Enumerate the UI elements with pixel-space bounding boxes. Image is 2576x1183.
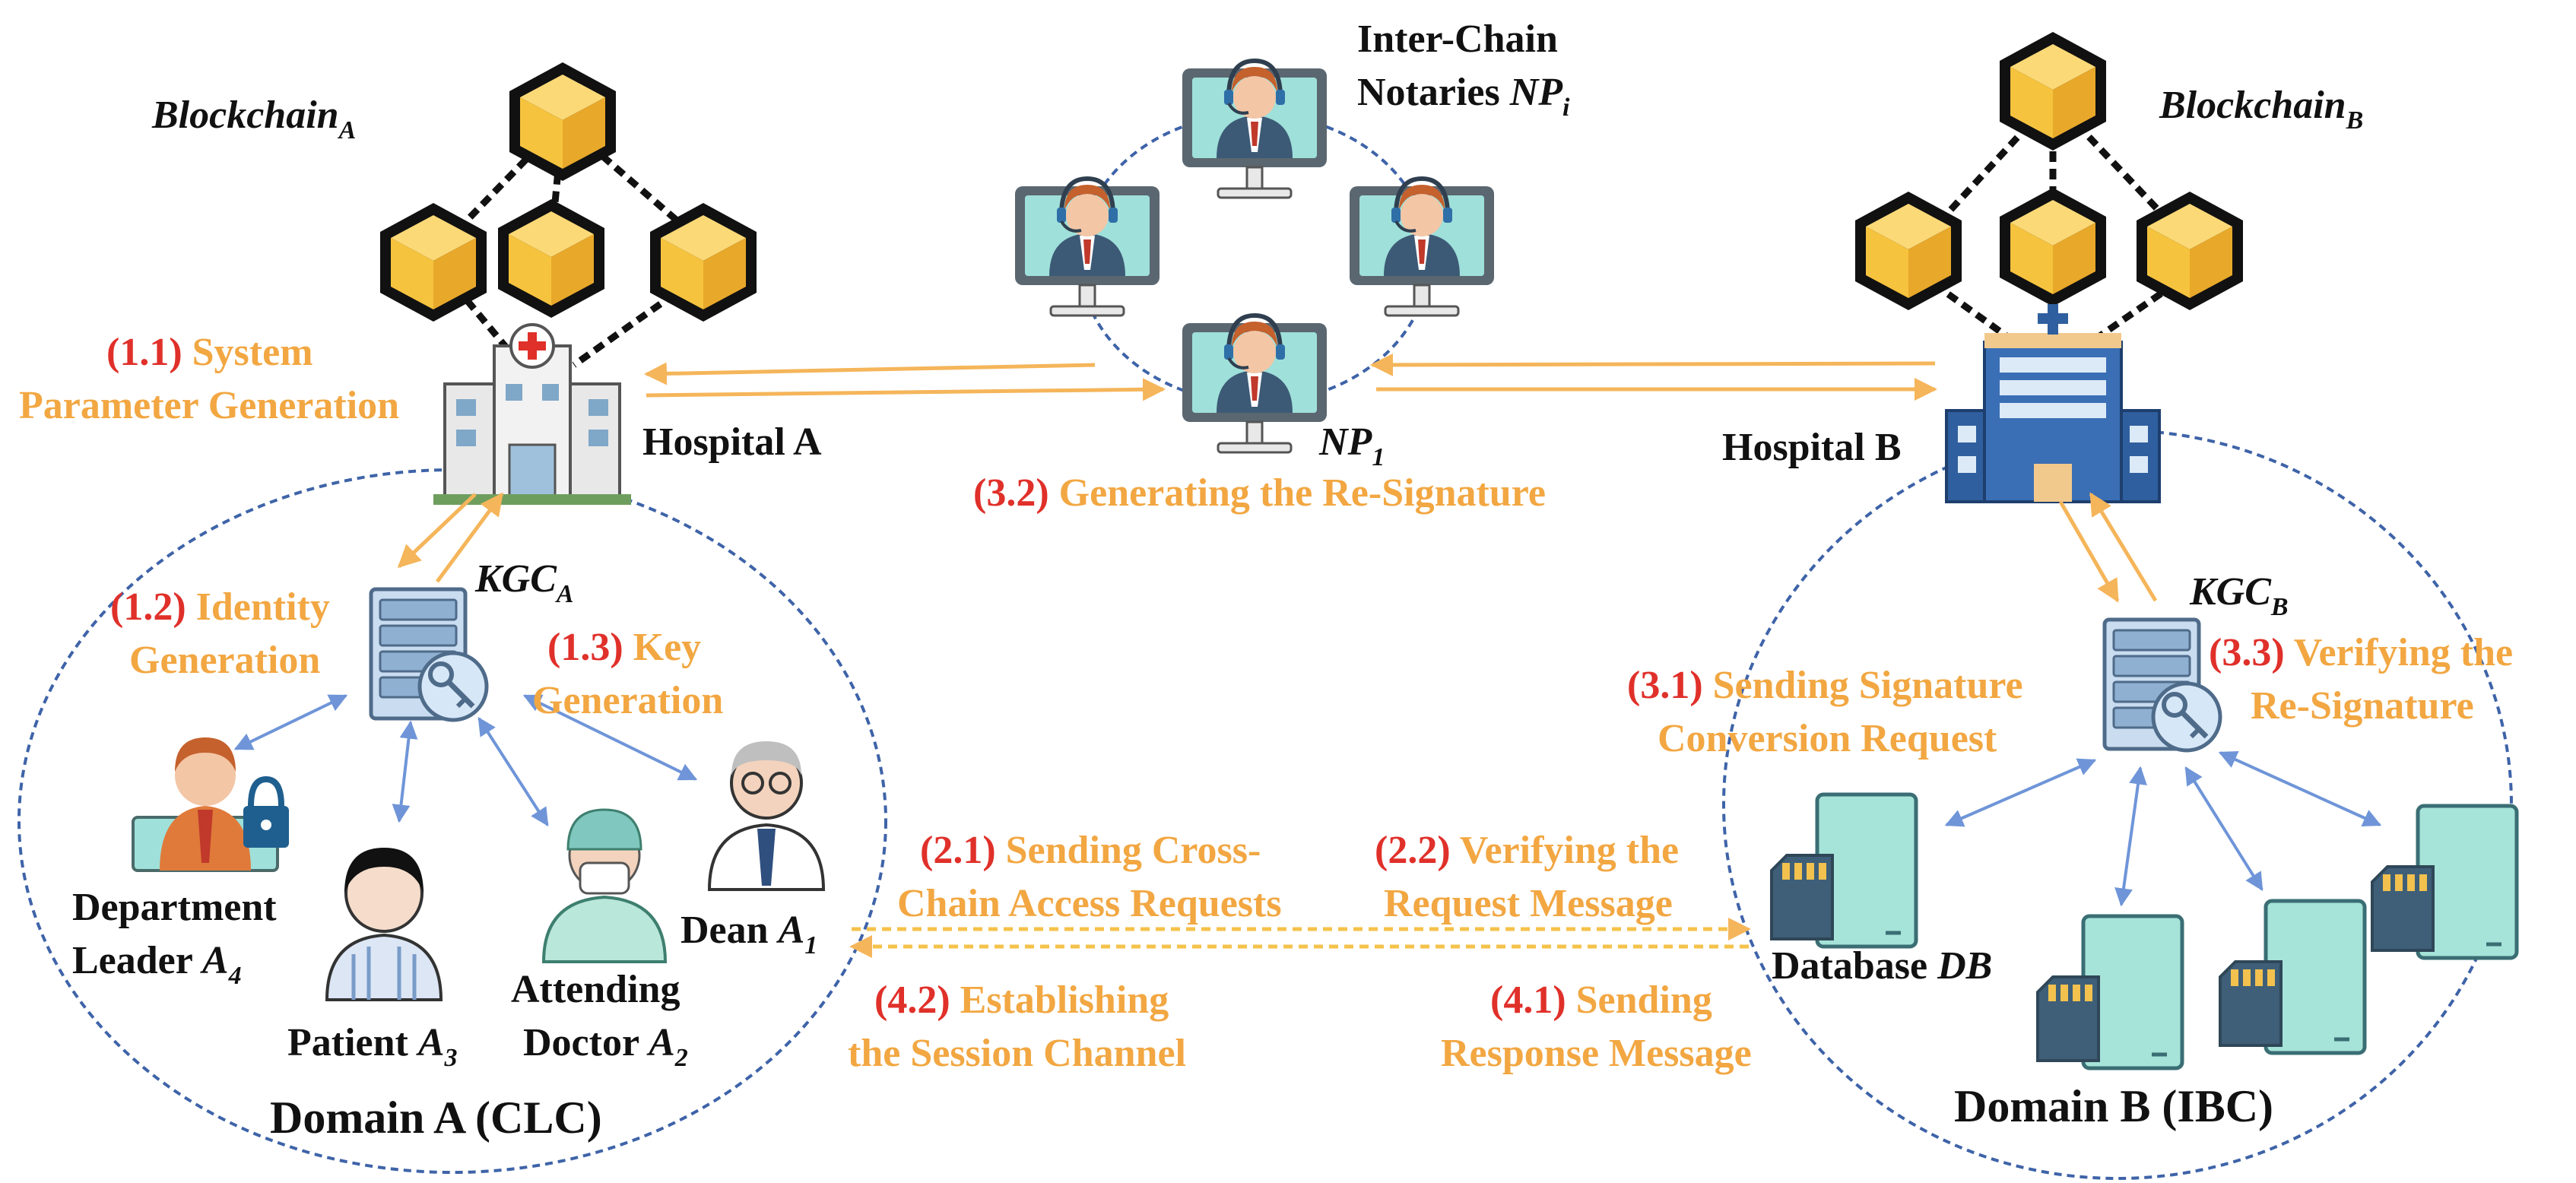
step-2-1-line2: Chain Access Requests — [897, 882, 1282, 925]
department-leader-icon — [132, 737, 289, 872]
step-2-2-line1: (2.2) Verifying the — [1375, 829, 1679, 872]
blockchain-block-icon — [1855, 192, 1962, 310]
blockchain-block-icon — [498, 199, 604, 318]
step-3-1-line1: (3.1) Sending Signature — [1627, 664, 2023, 707]
arrow-kgc-a-doctor — [477, 716, 549, 827]
dean-label: Dean A1 — [680, 909, 817, 959]
blockchain-a-label: BlockchainA — [151, 94, 356, 144]
arrow-kgc-b-db4 — [2218, 750, 2382, 827]
arrow-kgc-b-db2 — [2114, 766, 2147, 907]
arrow-kgc-b-db3 — [2184, 766, 2264, 892]
step-2-2-line2: Request Message — [1384, 882, 1673, 925]
domain-a-label: Domain A (CLC) — [270, 1093, 602, 1143]
arrow-hospital-a-to-kgc-a — [397, 493, 477, 569]
dean-icon — [707, 741, 826, 891]
arrow-kgc-a-to-hospital-a — [435, 492, 504, 583]
blockchain-a — [380, 62, 757, 368]
step-2-1-line1: (2.1) Sending Cross- — [920, 829, 1261, 872]
kgc-a-label: KGCA — [474, 557, 574, 608]
blockchain-block-icon — [2000, 32, 2106, 151]
kgc-b-label: KGCB — [2189, 570, 2289, 621]
arrow-hospital-a-to-np — [646, 378, 1166, 401]
server-key-icon — [2105, 620, 2220, 750]
department-leader-label-line2: Leader A4 — [72, 939, 242, 990]
hospital-icon — [1945, 304, 2161, 503]
attending-doctor-label-line1: Attending — [511, 968, 680, 1011]
step-4-2-line1: (4.2) Establishing — [874, 978, 1169, 1022]
np1-label: NP1 — [1318, 420, 1385, 471]
notaries-label-line2: Notaries NPi — [1357, 71, 1570, 122]
notary-agent-icon — [1350, 179, 1494, 316]
step-4-2-line2: the Session Channel — [848, 1032, 1186, 1075]
arrow-kgc-a-patient — [392, 720, 418, 823]
step-3-3-line2: Re-Signature — [2251, 684, 2474, 728]
database-label: Database DB — [1772, 944, 1992, 988]
arrow-kgc-b-to-hospital-b — [2089, 492, 2158, 602]
arrow-hospital-b-to-np — [1370, 353, 1936, 376]
step-1-3-line2: Generation — [532, 679, 723, 722]
hospital-b-label: Hospital B — [1722, 426, 1902, 469]
doctor-icon — [541, 808, 668, 963]
blockchain-block-icon — [2137, 192, 2243, 310]
attending-doctor-label-line2: Doctor A2 — [523, 1021, 688, 1072]
arrow-hospital-b-to-kgc-b — [2058, 500, 2120, 603]
step-1-1-line1: (1.1) System — [106, 331, 313, 374]
patient-icon — [325, 848, 443, 1001]
blockchain-b — [1855, 32, 2243, 345]
database-icon — [2038, 916, 2182, 1068]
domain-b-label: Domain B (IBC) — [1954, 1081, 2273, 1131]
server-key-icon — [371, 589, 487, 720]
step-1-1-line2: Parameter Generation — [19, 384, 399, 427]
blockchain-block-icon — [650, 203, 757, 322]
hospital-a-label: Hospital A — [642, 420, 822, 464]
step-1-3-line1: (1.3) Key — [547, 626, 701, 669]
blockchain-block-icon — [2000, 188, 2106, 306]
arrow-kgc-a-dean — [522, 694, 698, 781]
step-4-1-line1: (4.1) Sending — [1490, 978, 1712, 1022]
database-icon — [2220, 901, 2365, 1053]
step-4-1-line2: Response Message — [1441, 1032, 1752, 1075]
arrow-kgc-a-dept — [233, 694, 348, 750]
database-icon — [2372, 806, 2517, 958]
notary-agent-icon — [1182, 61, 1327, 198]
blockchain-b-label: BlockchainB — [2159, 84, 2363, 135]
database-icon — [1772, 794, 1916, 947]
department-leader-label-line1: Department — [72, 886, 277, 929]
notary-agent-icon — [1182, 316, 1327, 452]
notary-agent-icon — [1015, 179, 1160, 316]
patient-label: Patient A3 — [287, 1021, 458, 1072]
step-1-2-line2: Generation — [129, 639, 320, 682]
step-3-3-line1: (3.3) Verifying the — [2209, 631, 2513, 674]
notaries-label-line1: Inter-Chain — [1357, 17, 1558, 61]
arrow-np-to-hospital-a — [644, 362, 1096, 385]
hospital-icon — [433, 323, 631, 505]
step-1-2-line1: (1.2) Identity — [110, 585, 330, 629]
step-3-1-line2: Conversion Request — [1658, 717, 1997, 760]
arrow-kgc-b-db1 — [1944, 758, 2097, 827]
step-3-2-label: (3.2) Generating the Re-Signature — [973, 471, 1546, 515]
